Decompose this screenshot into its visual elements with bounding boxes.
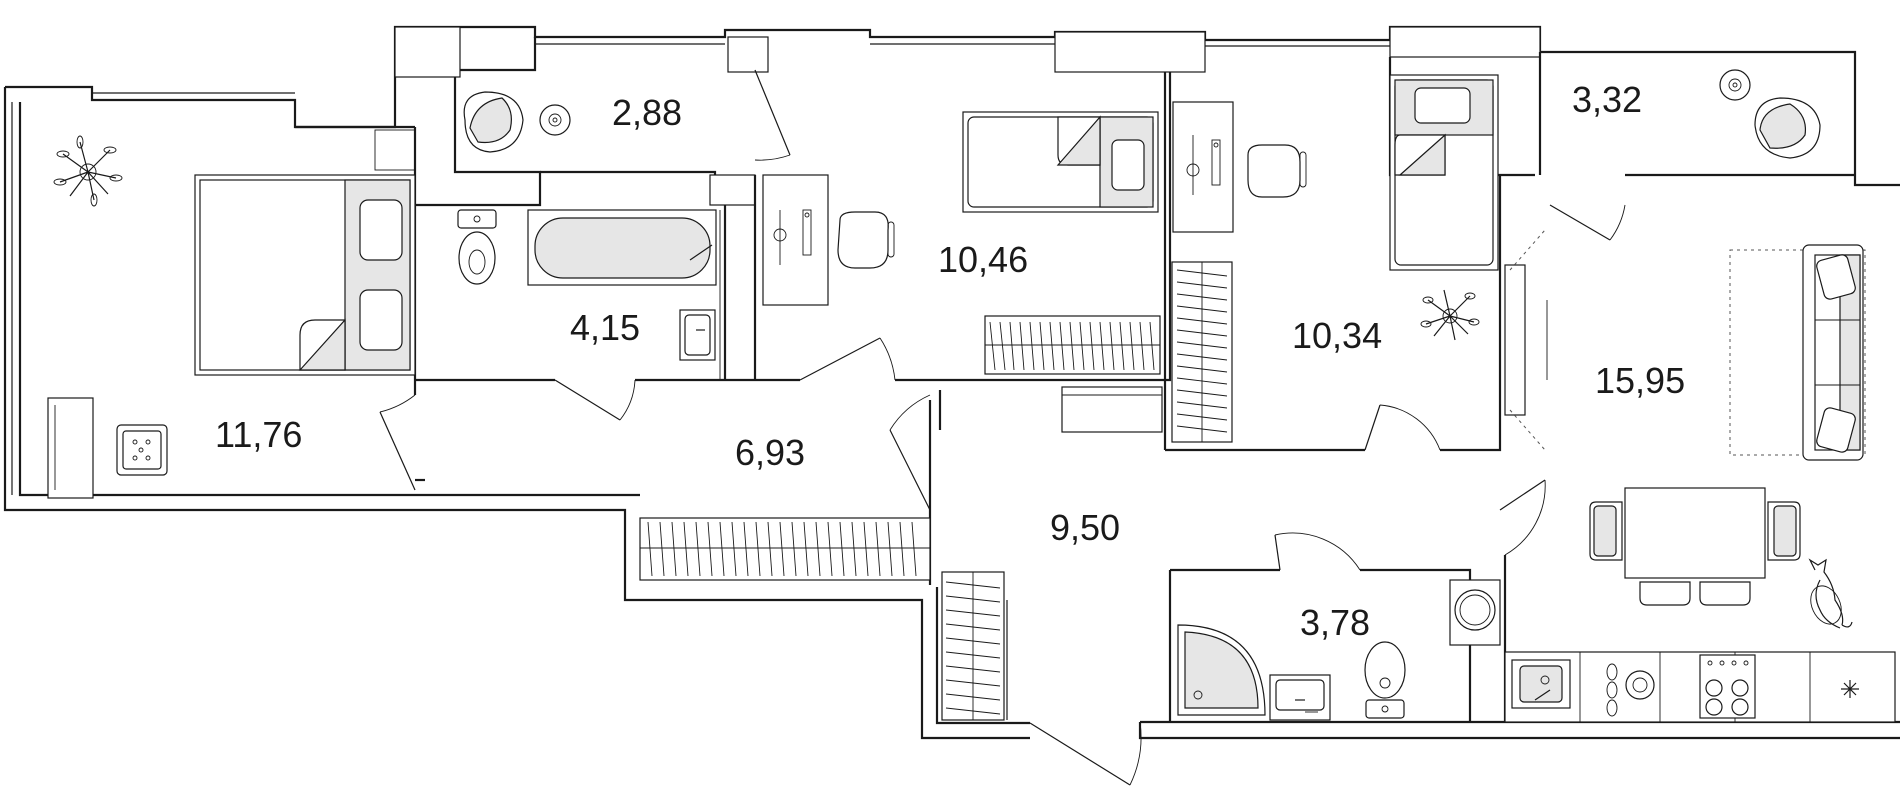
dresser-icon bbox=[47, 397, 94, 499]
bed-icon bbox=[962, 111, 1159, 213]
chair-icon bbox=[837, 211, 895, 269]
door-bathroom bbox=[554, 379, 621, 421]
plant-icon bbox=[53, 135, 123, 207]
room-area-living-kitchen: 15,95 bbox=[1595, 360, 1685, 401]
fridge-icon bbox=[1841, 680, 1859, 698]
door-entrance bbox=[1029, 722, 1131, 786]
door-children-2 bbox=[1364, 404, 1381, 451]
toilet-icon bbox=[1364, 641, 1406, 719]
stove-icon bbox=[1699, 654, 1756, 719]
door-balcony-left bbox=[754, 69, 791, 156]
bed-icon bbox=[194, 174, 416, 376]
room-area-balcony-left: 2,88 bbox=[612, 92, 682, 133]
wardrobe-icon bbox=[1171, 261, 1233, 443]
room-area-hallway: 6,93 bbox=[735, 432, 805, 473]
door-toilet bbox=[1274, 534, 1281, 571]
room-area-corridor: 9,50 bbox=[1050, 507, 1120, 548]
doors bbox=[379, 69, 1626, 786]
wardrobe-icon bbox=[941, 571, 1005, 721]
toilet-icon bbox=[457, 209, 497, 285]
sink-icon bbox=[1269, 674, 1331, 721]
wardrobe-icon bbox=[984, 315, 1161, 375]
sofa-icon bbox=[1802, 244, 1864, 461]
door-balcony-right bbox=[1549, 204, 1611, 241]
bed-icon bbox=[1389, 74, 1499, 271]
shower-icon bbox=[1177, 624, 1266, 716]
room-labels: 11,76 2,88 4,15 10,46 10,34 3,32 15,95 6… bbox=[215, 79, 1685, 643]
room-area-children-room-1: 10,46 bbox=[938, 239, 1028, 280]
wardrobe-icon bbox=[639, 517, 931, 581]
room-area-bedroom-left: 11,76 bbox=[215, 414, 302, 455]
room-area-balcony-right: 3,32 bbox=[1572, 79, 1642, 120]
door-living bbox=[1499, 479, 1546, 511]
shelf-icon bbox=[1061, 386, 1163, 433]
room-area-bathroom: 4,15 bbox=[570, 307, 640, 348]
desk-icon bbox=[1172, 101, 1234, 233]
chair-icon bbox=[1247, 144, 1307, 198]
door-bedroom-left bbox=[379, 411, 416, 491]
sink-icon bbox=[1511, 659, 1571, 709]
table-round-icon bbox=[539, 104, 571, 136]
chair-icon bbox=[1754, 97, 1821, 159]
table-round-icon bbox=[1719, 69, 1751, 101]
room-area-children-room-2: 10,34 bbox=[1292, 315, 1382, 356]
kettle-icon bbox=[1606, 663, 1655, 717]
door-hallway bbox=[889, 429, 931, 511]
washing-machine-icon bbox=[1449, 579, 1501, 646]
plant-icon bbox=[1420, 289, 1480, 341]
cat-icon bbox=[1808, 558, 1853, 629]
rug-icon bbox=[1729, 249, 1866, 456]
dining-table-icon bbox=[1589, 487, 1801, 606]
room-area-toilet-shower: 3,78 bbox=[1300, 602, 1370, 643]
bathtub-icon bbox=[527, 209, 717, 286]
sink-icon bbox=[679, 309, 716, 361]
desk-icon bbox=[762, 174, 829, 306]
chair-icon bbox=[463, 91, 524, 153]
door-children-1 bbox=[799, 337, 881, 381]
tv-stand-icon bbox=[1504, 229, 1548, 451]
ottoman-icon bbox=[116, 424, 168, 476]
